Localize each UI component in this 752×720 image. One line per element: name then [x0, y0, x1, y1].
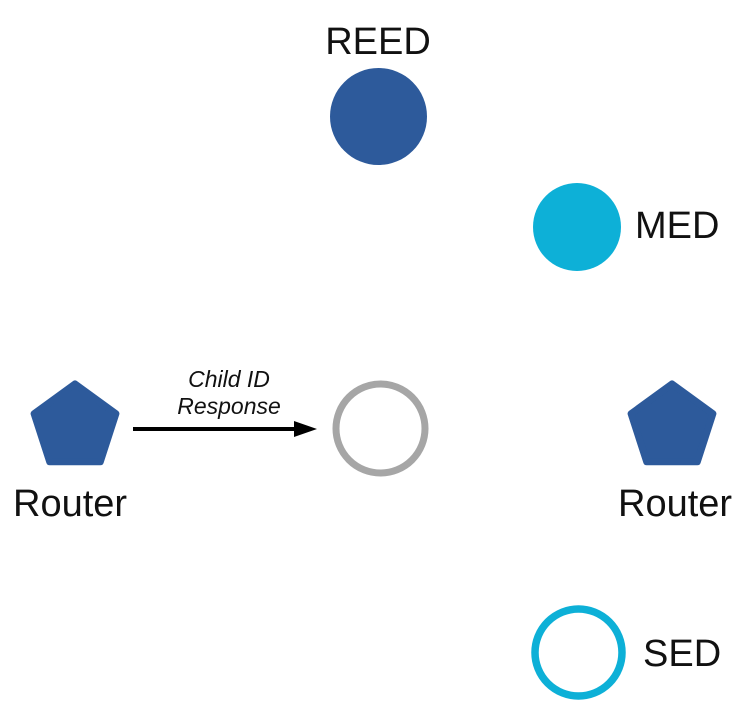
sed-node-circle-icon	[531, 605, 626, 700]
sed-label: SED	[643, 633, 722, 675]
child-id-response-arrow	[133, 421, 317, 437]
router-right-label: Router	[618, 483, 733, 525]
reed-node-circle-icon	[330, 68, 427, 165]
med-label: MED	[635, 205, 720, 247]
reed-label: REED	[325, 21, 431, 63]
joining-device-circle-icon	[332, 380, 429, 477]
router-left-label: Router	[13, 483, 128, 525]
med-node-circle-icon	[533, 183, 621, 271]
arrow-label-line1: Child ID	[188, 366, 270, 392]
arrow-label-line2: Response	[177, 393, 281, 419]
arrow-label: Child ID Response	[177, 366, 281, 420]
router-right-pentagon-icon	[627, 380, 717, 466]
router-left-pentagon-icon	[30, 380, 120, 466]
